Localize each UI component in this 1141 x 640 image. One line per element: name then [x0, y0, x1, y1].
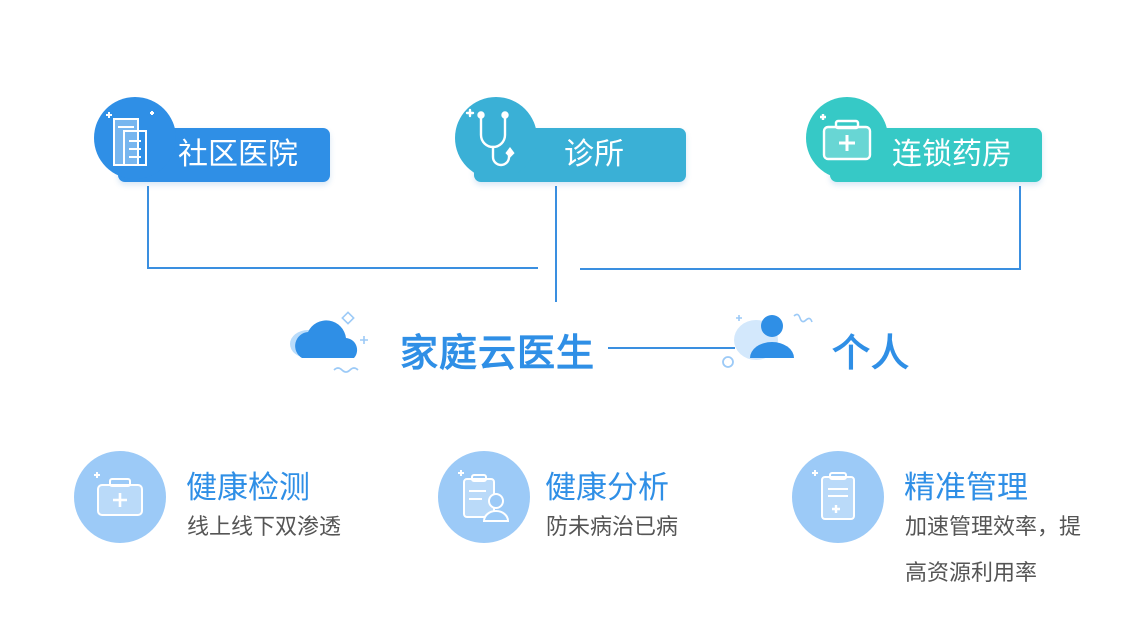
feature-precise-management-title: 精准管理: [904, 470, 1028, 506]
individual-label: 个人: [832, 331, 911, 375]
feature-health-analysis-badge: [438, 451, 530, 543]
community-hospital-badge: [94, 97, 176, 179]
medical-kit-icon: [94, 472, 143, 516]
family-cloud-doctor-label: 家庭云医生: [400, 331, 596, 375]
feature-precise-management-desc-line2: 高资源利用率: [905, 561, 1038, 586]
clinic-label: 诊所: [564, 137, 624, 172]
pharmacy-connector: [580, 186, 1021, 270]
cloud-icon: [290, 311, 368, 373]
clipboard-patient-icon: [458, 470, 510, 522]
hospital-building-icon: [106, 111, 154, 166]
person-icon: [722, 313, 813, 368]
community-hospital-label: 社区医院: [178, 137, 298, 172]
feature-health-check-title: 健康检测: [186, 470, 310, 506]
feature-health-check-desc: 线上线下双渗透: [187, 515, 342, 540]
hospital-connector: [147, 186, 538, 269]
clinic-badge: [455, 97, 537, 179]
feature-health-check-badge: [74, 451, 166, 543]
medical-report-icon: [812, 470, 855, 520]
pharmacy-chain-badge: [806, 97, 888, 179]
feature-health-analysis-desc: 防未病治已病: [546, 515, 679, 540]
medical-kit-icon: [820, 114, 872, 161]
pharmacy-chain-label: 连锁药房: [892, 137, 1012, 172]
feature-health-analysis-title: 健康分析: [545, 470, 669, 506]
feature-precise-management-badge: [792, 451, 884, 543]
feature-precise-management-desc-line1: 加速管理效率，提: [905, 515, 1082, 540]
stethoscope-icon: [465, 108, 515, 167]
